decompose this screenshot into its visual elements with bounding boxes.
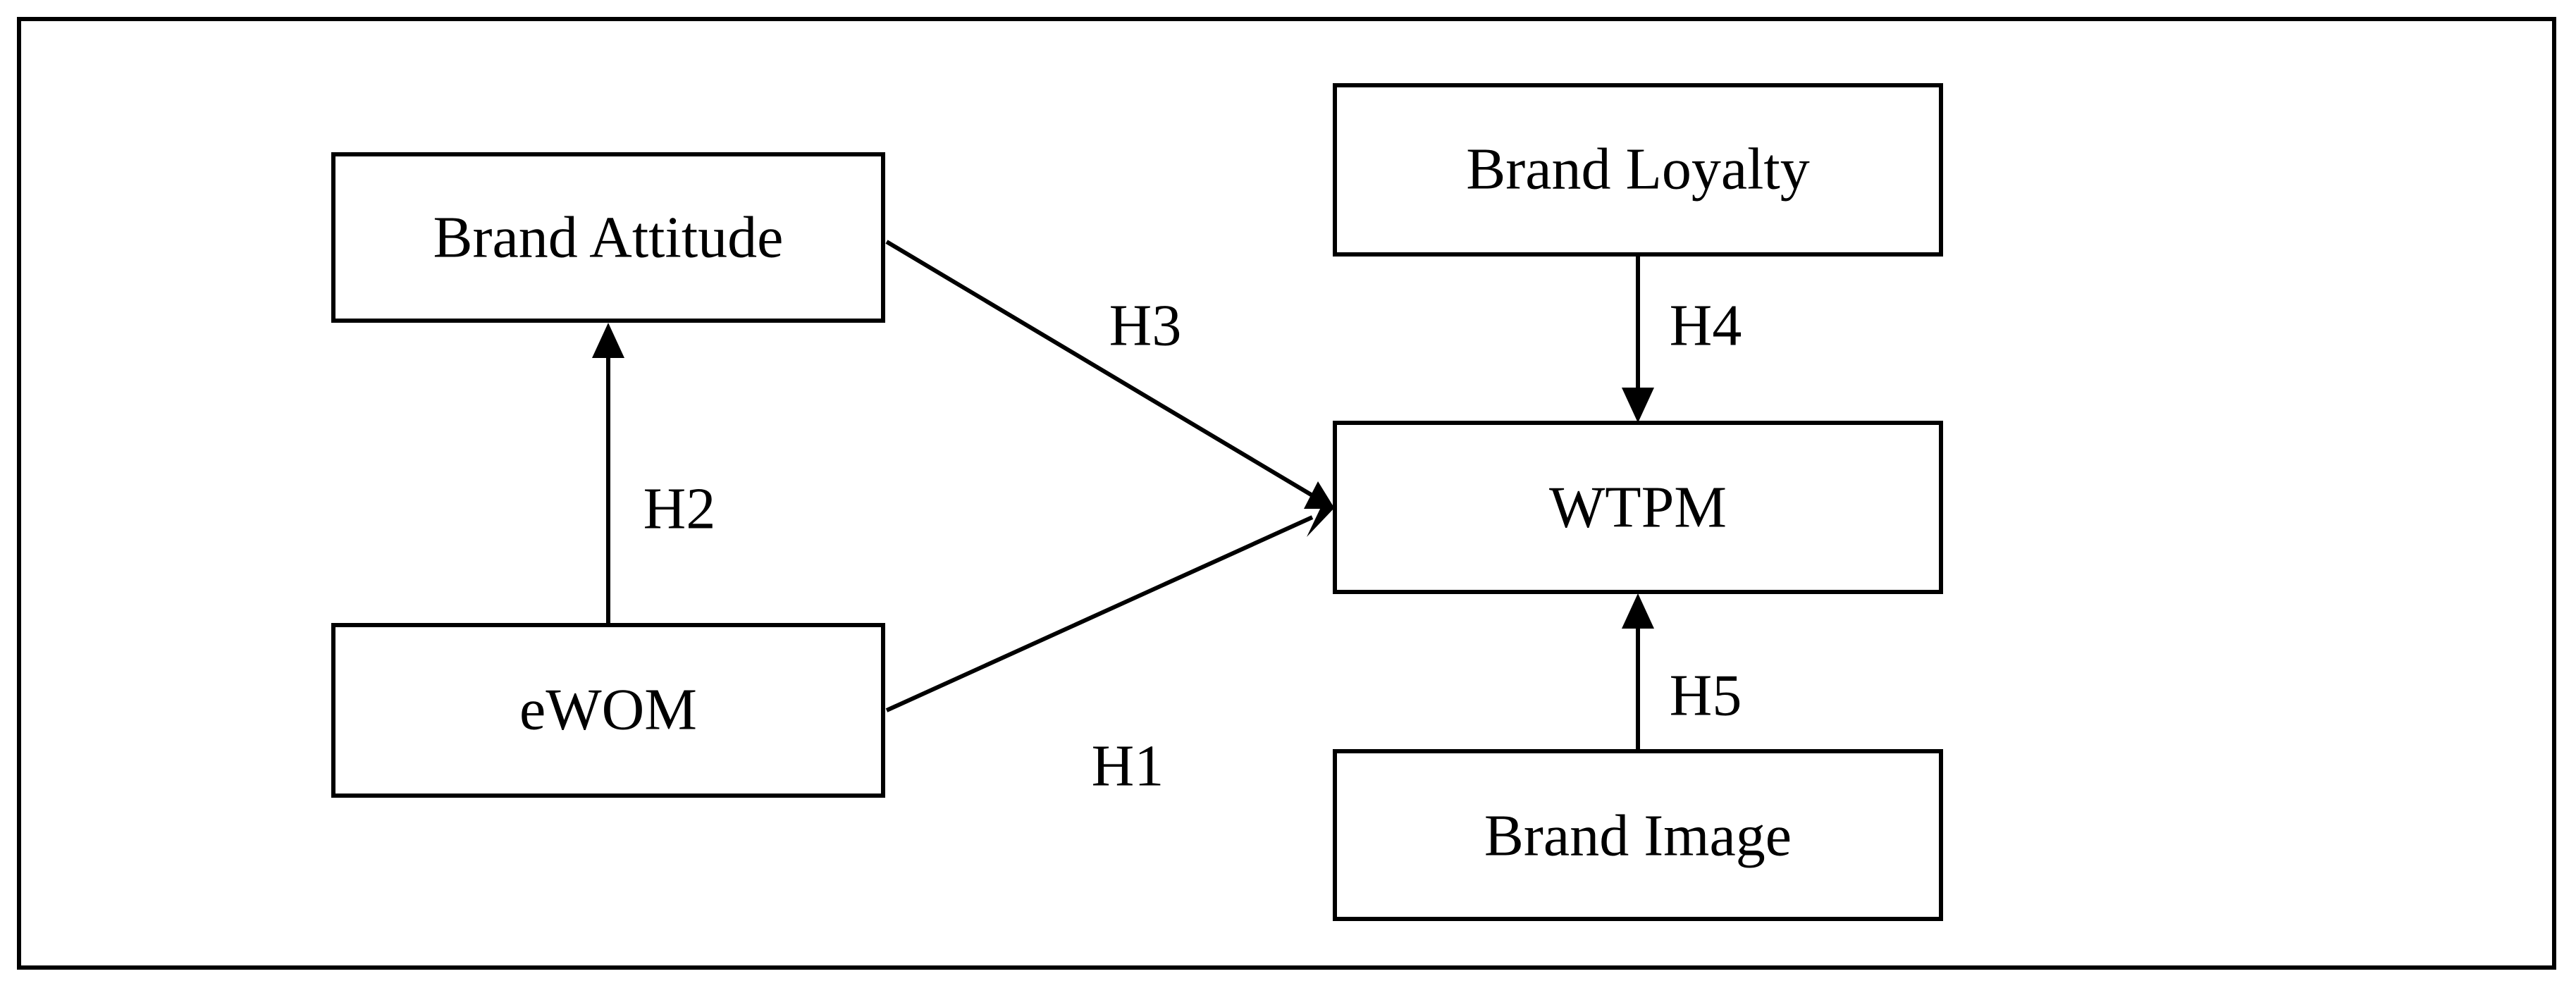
node-box-brand-attitude xyxy=(331,152,885,323)
edge-label-h4: H4 xyxy=(1670,292,1742,358)
edge-h5 xyxy=(1622,593,1654,751)
edge-line-h1 xyxy=(885,515,1314,712)
edge-h3 xyxy=(885,240,1335,509)
node-brand-image: Brand Image xyxy=(1333,749,1943,921)
node-brand-loyalty: Brand Loyalty xyxy=(1333,83,1943,257)
edge-label-h2: H2 xyxy=(643,476,716,541)
node-ewom: eWOM xyxy=(331,623,885,798)
node-label-brand-attitude: Brand Attitude xyxy=(433,204,784,270)
edge-h1 xyxy=(885,507,1335,712)
edge-h2 xyxy=(592,323,624,625)
arrowhead-h5-icon xyxy=(1622,593,1654,629)
node-box-brand-image xyxy=(1333,749,1943,921)
edge-line-h3 xyxy=(885,240,1314,498)
arrowhead-h1-icon xyxy=(1307,507,1335,537)
edge-label-h1: H1 xyxy=(1092,733,1164,798)
node-wtpm: WTPM xyxy=(1333,421,1943,594)
node-label-ewom: eWOM xyxy=(519,677,697,742)
node-brand-attitude: Brand Attitude xyxy=(331,152,885,323)
node-box-ewom xyxy=(331,623,885,798)
edge-label-h3: H3 xyxy=(1109,292,1182,358)
edge-label-h5: H5 xyxy=(1670,662,1742,728)
outer-frame xyxy=(17,17,2556,970)
edge-h4 xyxy=(1622,254,1654,423)
node-label-brand-image: Brand Image xyxy=(1484,803,1792,868)
arrowhead-h4-icon xyxy=(1622,388,1654,423)
arrowhead-h2-icon xyxy=(592,323,624,358)
arrowhead-h3-icon xyxy=(1304,481,1335,509)
node-box-brand-loyalty xyxy=(1333,83,1943,257)
node-label-brand-loyalty: Brand Loyalty xyxy=(1466,136,1810,202)
node-label-wtpm: WTPM xyxy=(1549,474,1727,540)
